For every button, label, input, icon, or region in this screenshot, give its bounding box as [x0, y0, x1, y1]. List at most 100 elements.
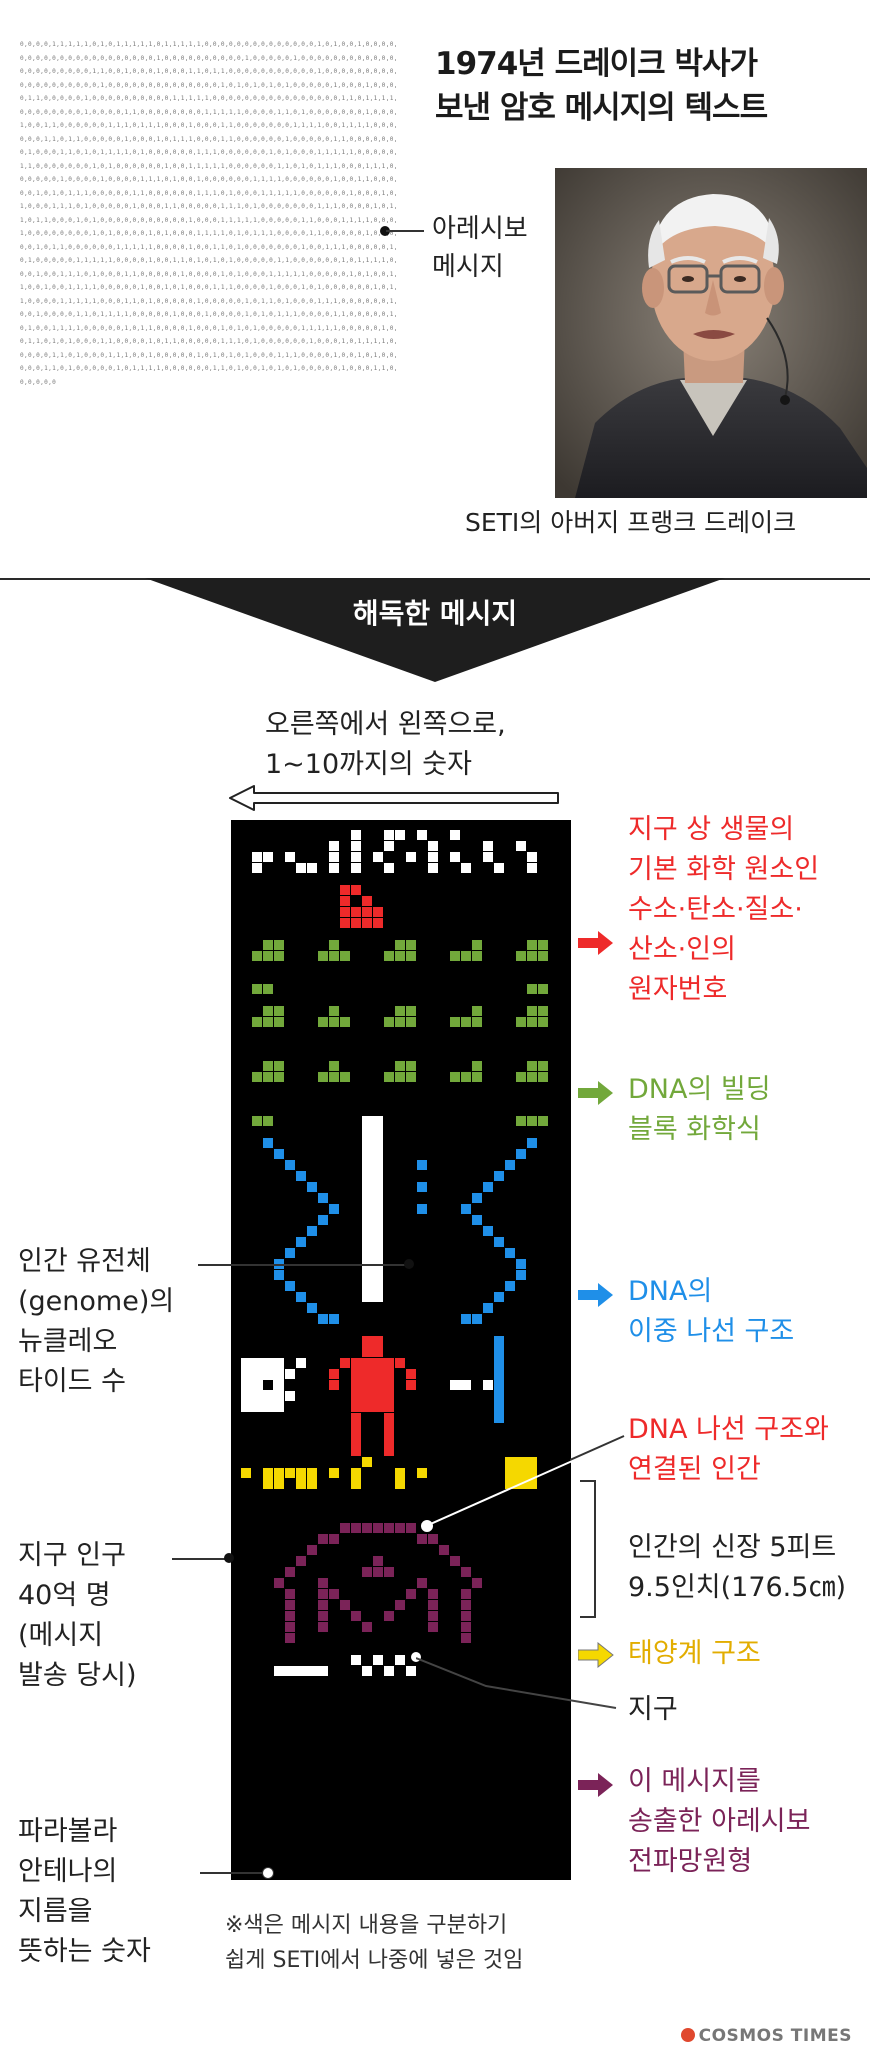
formula-pixel — [516, 1072, 526, 1082]
formula-pixel — [318, 1017, 328, 1027]
antenna-number — [362, 1666, 372, 1676]
helix-pixel — [527, 1138, 537, 1148]
formula-pixel — [395, 940, 405, 950]
elements-line-4: 산소·인의 — [628, 934, 736, 965]
helix-pixel — [516, 1149, 526, 1159]
element-pixel — [340, 918, 350, 928]
telescope-pixel — [406, 1589, 416, 1599]
height-marker — [450, 1380, 471, 1390]
formula-pixel — [274, 951, 284, 961]
antenna-number — [351, 1655, 361, 1665]
formula-pixel — [527, 1061, 537, 1071]
telescope-pixel — [362, 1567, 372, 1577]
helix-pixel — [296, 1237, 306, 1247]
arecibo-message-label: 아레시보 메시지 — [432, 210, 528, 286]
human-leg — [384, 1413, 394, 1456]
telescope-pixel — [318, 1622, 328, 1632]
telescope-pixel — [439, 1545, 449, 1555]
element-pixel — [340, 885, 350, 895]
human-head — [362, 1336, 383, 1357]
decoded-banner-shape — [145, 578, 725, 682]
helix-pixel — [285, 1248, 295, 1258]
formula-pixel — [527, 1072, 537, 1082]
number-pixel — [428, 841, 438, 851]
telescope-pixel — [461, 1622, 471, 1632]
helix-pixel — [285, 1281, 295, 1291]
elements-line-2: 기본 화학 원소인 — [628, 854, 820, 885]
helix-pixel — [329, 1314, 339, 1324]
left-arrow-icon — [229, 785, 559, 811]
formula-pixel — [461, 1072, 471, 1082]
formula-pixel — [329, 1017, 339, 1027]
helix-pixel — [472, 1314, 482, 1324]
helix-pixel — [263, 1138, 273, 1148]
genome-label: 인간 유전체 (genome)의 뉴클레오 타이드 수 — [18, 1242, 174, 1402]
planet-pixel — [395, 1468, 405, 1489]
telescope-pixel — [351, 1611, 361, 1621]
formula-pixel — [538, 984, 548, 994]
human-body — [351, 1358, 394, 1412]
helix-pixel — [516, 1270, 526, 1280]
population-pixel — [285, 1391, 295, 1401]
planet-pixel — [274, 1468, 284, 1489]
human-dna-label: DNA 나선 구조와 연결된 인간 — [628, 1410, 829, 1490]
telescope-pixel — [384, 1611, 394, 1621]
helix-pixel — [417, 1204, 427, 1214]
logo-text: COSMOS TIMES — [698, 2026, 852, 2046]
binary-message-text: 0,0,0,0,1,1,1,1,1,0,1,0,1,1,1,1,1,0,1,1,… — [20, 41, 398, 386]
helix-pixel — [307, 1226, 317, 1236]
helix-pixel — [472, 1215, 482, 1225]
population-gap — [263, 1380, 273, 1390]
formula-pixel — [395, 1072, 405, 1082]
formula-pixel — [340, 951, 350, 961]
double-helix-line-1: DNA의 — [628, 1276, 713, 1307]
telescope-pixel — [395, 1523, 405, 1533]
formula-pixel — [329, 1061, 339, 1071]
dna-formula-arrow-icon — [578, 1081, 613, 1105]
element-pixel — [340, 907, 350, 917]
telescope-pixel — [428, 1611, 438, 1621]
helix-pixel — [307, 1303, 317, 1313]
earth-pixel — [362, 1457, 372, 1467]
population-pixel — [296, 1358, 306, 1368]
helix-pixel — [274, 1270, 284, 1280]
helix-pixel — [285, 1160, 295, 1170]
planet-pixel — [241, 1468, 251, 1478]
formula-pixel — [472, 951, 482, 961]
antenna-number — [395, 1655, 405, 1665]
human-arm — [340, 1358, 350, 1368]
telescope-pixel — [450, 1556, 460, 1566]
antenna-line-2: 안테나의 — [18, 1856, 118, 1887]
double-helix-line-2: 이중 나선 구조 — [628, 1316, 795, 1347]
helix-pixel — [494, 1292, 504, 1302]
antenna-number — [406, 1666, 416, 1676]
telescope-pixel — [351, 1523, 361, 1533]
human-dna-line-2: 연결된 인간 — [628, 1454, 761, 1485]
element-pixel — [362, 918, 372, 928]
telescope-pixel — [318, 1578, 328, 1588]
formula-pixel — [263, 1006, 273, 1016]
planet-pixel — [417, 1468, 427, 1478]
formula-pixel — [274, 1017, 284, 1027]
antenna-label: 파라볼라 안테나의 지름을 뜻하는 숫자 — [18, 1812, 151, 1972]
genome-line-2: (genome)의 — [18, 1286, 175, 1317]
headline-line-1: 1974년 드레이크 박사가 — [435, 46, 758, 82]
formula-pixel — [329, 1006, 339, 1016]
genome-pointer-dot — [404, 1259, 414, 1269]
height-label: 인간의 신장 5피트 9.5인치(176.5㎝) — [628, 1528, 846, 1608]
telescope-pixel — [428, 1589, 438, 1599]
telescope-pixel — [373, 1523, 383, 1533]
formula-pixel — [263, 984, 273, 994]
telescope-pixel — [417, 1534, 427, 1544]
human-arm — [406, 1369, 416, 1379]
telescope-pixel — [362, 1622, 372, 1632]
population-label: 지구 인구 40억 명 (메시지 발송 당시) — [18, 1536, 136, 1696]
formula-pixel — [252, 1017, 262, 1027]
formula-pixel — [461, 1017, 471, 1027]
genome-bar — [362, 1116, 383, 1302]
footnote-line-2: 쉽게 SETI에서 나중에 넣은 것임 — [225, 1948, 524, 1973]
antenna-number — [373, 1655, 383, 1665]
population-pointer-line — [172, 1558, 228, 1560]
elements-line-3: 수소·탄소·질소· — [628, 894, 803, 925]
formula-pixel — [538, 1072, 548, 1082]
